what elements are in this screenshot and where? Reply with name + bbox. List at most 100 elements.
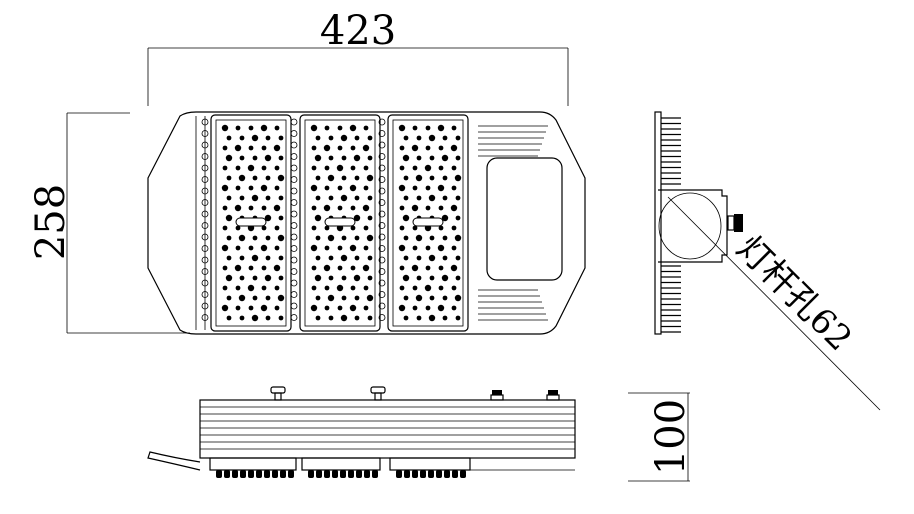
led-dot xyxy=(442,315,448,321)
led-dot xyxy=(429,155,435,161)
knob-head xyxy=(370,386,386,394)
led-dot xyxy=(315,295,321,301)
led-dot xyxy=(278,275,284,281)
led-dot xyxy=(403,235,409,241)
thickness-label: 100 xyxy=(648,399,694,475)
led-dot xyxy=(424,164,432,172)
led-dot xyxy=(367,215,373,221)
led-dot xyxy=(234,204,242,212)
led-dot xyxy=(416,315,422,321)
led-dot xyxy=(225,274,233,282)
screw-hole xyxy=(290,302,298,310)
led-lens xyxy=(372,470,378,478)
led-dot xyxy=(454,174,462,182)
led-dot xyxy=(324,285,330,291)
led-dot xyxy=(235,165,241,171)
screw-hole xyxy=(378,153,386,160)
led-dot xyxy=(340,314,348,322)
led-board xyxy=(304,119,376,327)
led-dot xyxy=(455,255,461,261)
led-dot xyxy=(251,194,259,202)
led-dot xyxy=(264,274,272,282)
led-dot xyxy=(455,195,461,201)
led-dot xyxy=(411,204,419,212)
led-dot xyxy=(311,225,317,231)
led-dot xyxy=(315,315,321,321)
led-dot xyxy=(350,205,356,211)
led-dot xyxy=(353,214,361,222)
led-dot xyxy=(314,214,322,222)
led-lens xyxy=(436,470,442,478)
led-dot xyxy=(328,195,334,201)
led-dot xyxy=(354,175,360,181)
screw-hole xyxy=(201,164,209,172)
led-dot xyxy=(425,305,431,311)
led-dot xyxy=(238,174,246,182)
led-dot xyxy=(310,304,318,312)
led-dot xyxy=(451,305,457,311)
screw-hole xyxy=(378,141,386,149)
led-dot xyxy=(278,135,284,141)
led-dot xyxy=(239,195,245,201)
screw-hole xyxy=(378,268,386,275)
led-dot xyxy=(454,294,462,302)
led-dot xyxy=(340,194,348,202)
led-dot xyxy=(273,204,281,212)
screw-hole xyxy=(201,314,209,321)
led-dot xyxy=(265,175,271,181)
led-dot xyxy=(412,285,418,291)
nut-base xyxy=(490,394,504,401)
led-dot xyxy=(415,174,423,182)
led-dot xyxy=(428,134,436,142)
module-profile xyxy=(389,457,471,471)
led-dot xyxy=(366,294,374,302)
led-dot xyxy=(442,175,448,181)
led-dot xyxy=(354,315,360,321)
led-dot xyxy=(450,264,458,272)
led-dot xyxy=(412,165,418,171)
led-dot xyxy=(337,245,343,251)
led-dot xyxy=(315,195,321,201)
led-dot xyxy=(251,254,259,262)
led-dot xyxy=(425,145,431,151)
led-dot xyxy=(425,185,431,191)
led-dot xyxy=(260,304,268,312)
screw-hole xyxy=(378,176,386,183)
led-dot xyxy=(265,315,271,321)
led-dot xyxy=(398,304,406,312)
led-dot xyxy=(438,165,444,171)
led-dot xyxy=(399,165,405,171)
led-dot xyxy=(451,225,457,231)
led-dot xyxy=(226,195,232,201)
led-dot xyxy=(278,215,284,221)
led-dot xyxy=(265,135,271,141)
led-dot xyxy=(402,274,410,282)
led-dot xyxy=(399,205,405,211)
screw-hole xyxy=(378,302,386,310)
led-dot xyxy=(438,265,444,271)
led-dot xyxy=(277,174,285,182)
led-dot xyxy=(248,305,254,311)
screw-hole xyxy=(378,199,386,206)
led-dot xyxy=(412,185,418,191)
screw-hole xyxy=(201,153,209,160)
led-lens xyxy=(248,470,254,478)
led-dot xyxy=(239,255,245,261)
led-dot xyxy=(425,125,431,131)
led-dot xyxy=(278,195,284,201)
led-dot xyxy=(327,234,335,242)
module-profile xyxy=(209,457,297,471)
led-dot xyxy=(350,165,356,171)
led-dot xyxy=(222,225,228,231)
led-dot xyxy=(425,265,431,271)
led-dot xyxy=(311,265,317,271)
led-dot xyxy=(265,295,271,301)
led-dot xyxy=(222,145,228,151)
led-dot xyxy=(225,154,233,162)
led-dot xyxy=(366,174,374,182)
led-dot xyxy=(248,145,254,151)
led-dot xyxy=(252,155,258,161)
led-dot xyxy=(399,145,405,151)
led-dot xyxy=(336,164,344,172)
